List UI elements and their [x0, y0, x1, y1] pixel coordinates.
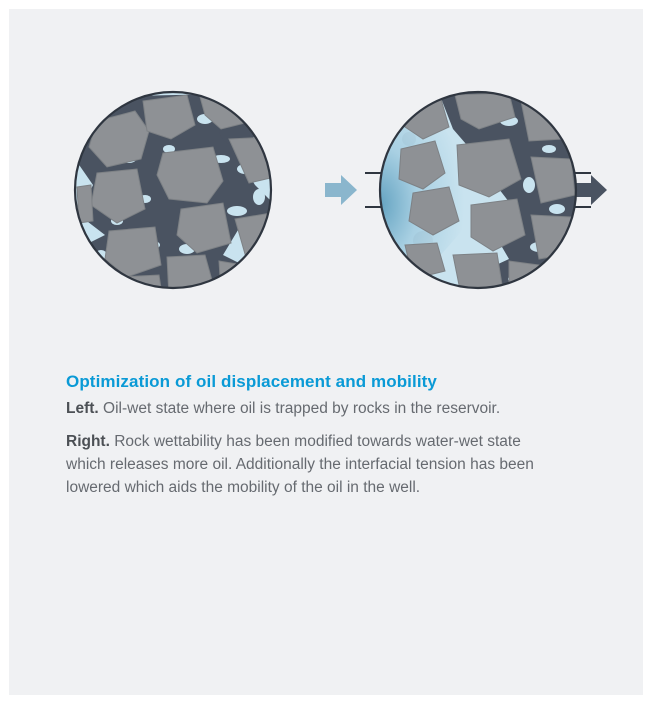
- figure-card: Optimization of oil displacement and mob…: [9, 9, 643, 695]
- caption-right-lead: Right.: [66, 433, 110, 450]
- outflow-arrow: [575, 175, 607, 205]
- caption-left-text: Oil-wet state where oil is trapped by ro…: [103, 400, 501, 417]
- figure-caption: Optimization of oil displacement and mob…: [66, 372, 536, 509]
- inflow-arrow: [325, 175, 357, 205]
- caption-title: Optimization of oil displacement and mob…: [66, 372, 437, 391]
- caption-right-description: Right. Rock wettability has been modifie…: [66, 430, 536, 499]
- wettability-illustration: [73, 90, 607, 290]
- caption-left-lead: Left.: [66, 400, 99, 417]
- oil-wet-panel: [73, 90, 273, 290]
- caption-left-description: Left. Oil-wet state where oil is trapped…: [66, 397, 536, 420]
- water-wet-panel: [325, 90, 607, 290]
- caption-right-text: Rock wettability has been modified towar…: [66, 433, 534, 496]
